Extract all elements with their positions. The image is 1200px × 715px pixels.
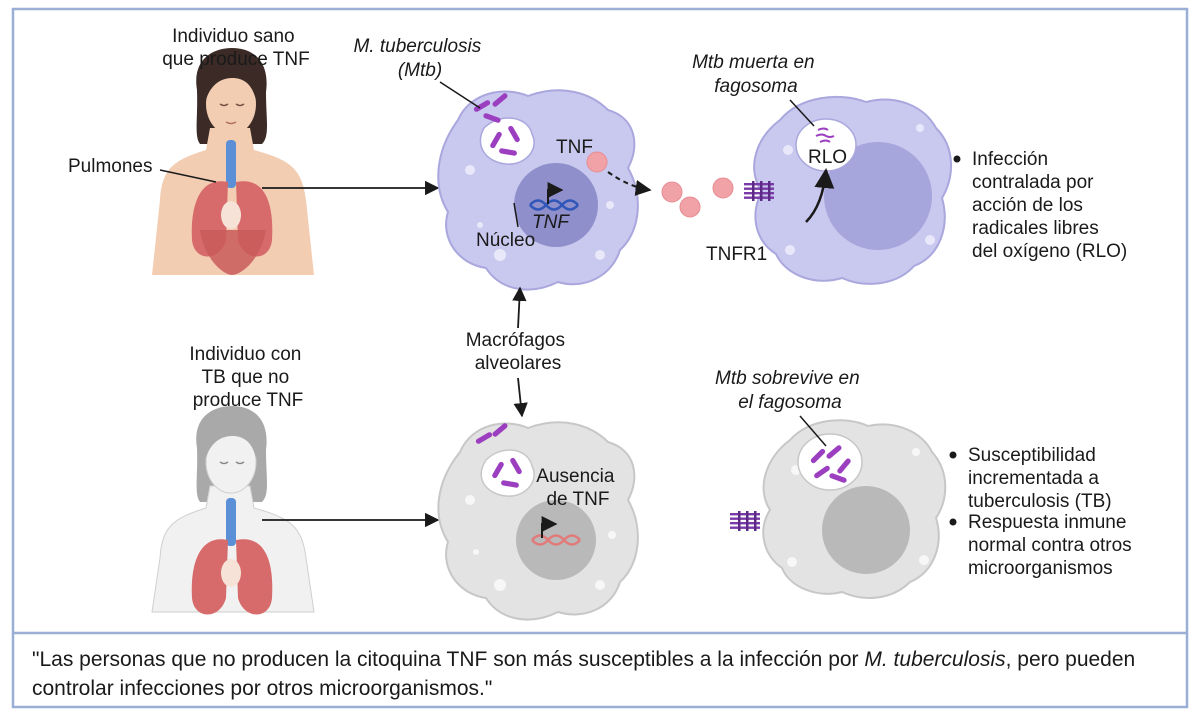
healthy-outcome-bullet bbox=[953, 155, 961, 163]
tnfr1-label: TNFR1 bbox=[706, 244, 767, 265]
surviving-mtb-macrophage bbox=[762, 419, 947, 599]
dna-inactive-icon bbox=[531, 516, 581, 546]
caption-italic: M. tuberculosis bbox=[864, 648, 1006, 671]
arrow-to-active-macrophage bbox=[512, 286, 527, 329]
macrophages-label: Macrófagos alveolares bbox=[466, 330, 571, 374]
mtb-dead-pointer bbox=[789, 99, 815, 127]
rlo-label: RLO bbox=[808, 147, 847, 168]
tnfr1-receptor-inactive bbox=[730, 511, 760, 531]
tb-person-title: Individuo con TB que no produce TNF bbox=[189, 344, 306, 411]
arrow-to-inactive-macrophage bbox=[513, 377, 528, 418]
outer-frame bbox=[11, 7, 1189, 709]
active-macrophage bbox=[437, 89, 639, 291]
healthy-outcome-text: Infección contralada por acción de los r… bbox=[972, 149, 1127, 262]
nucleus-label: Núcleo bbox=[476, 230, 535, 251]
rlo-arrow bbox=[805, 168, 835, 223]
absence-tnf-label: Ausencia de TNF bbox=[536, 466, 619, 510]
tnf-release-arrow bbox=[607, 171, 652, 196]
tnf-molecules bbox=[586, 151, 734, 218]
tb-outcome-text-2: Respuesta inmune normal contra otros mic… bbox=[968, 512, 1137, 579]
lungs-pointer bbox=[159, 169, 217, 183]
mtb-pointer bbox=[439, 81, 481, 109]
tb-person-figure bbox=[151, 406, 315, 615]
mtb-survives-label: Mtb sobrevive en el fagosoma bbox=[715, 368, 865, 413]
lungs-label: Pulmones bbox=[68, 156, 153, 177]
dna-active-icon bbox=[529, 182, 579, 211]
mtb-survives-pointer bbox=[799, 415, 827, 447]
tb-outcome-bullet-1 bbox=[949, 451, 957, 459]
tnf-label: TNF bbox=[556, 137, 593, 158]
responding-macrophage bbox=[753, 95, 952, 285]
healthy-person-title: Individuo sano que produce TNF bbox=[162, 26, 310, 70]
healthy-person-figure bbox=[152, 48, 314, 275]
tnfr1-receptor bbox=[744, 181, 774, 201]
mtb-label: M. tuberculosis (Mtb) bbox=[353, 36, 486, 81]
nucleus-pointer bbox=[513, 202, 519, 228]
tnf-gene-label: TNF bbox=[532, 212, 570, 233]
dead-mtb-icon bbox=[815, 127, 835, 143]
tb-outcome-bullet-2 bbox=[949, 518, 957, 526]
active-nucleus bbox=[514, 163, 598, 247]
mtb-dead-label: Mtb muerta en fagosoma bbox=[692, 52, 820, 97]
inactive-macrophage bbox=[437, 421, 639, 621]
caption-before: "Las personas que no producen la citoqui… bbox=[32, 648, 865, 671]
caption: "Las personas que no producen la citoqui… bbox=[32, 645, 1172, 707]
caption-after: , pero pueden controlar infecciones por … bbox=[32, 648, 1136, 700]
tb-outcome-text-1: Susceptibilidad incrementada a tuberculo… bbox=[968, 445, 1112, 512]
